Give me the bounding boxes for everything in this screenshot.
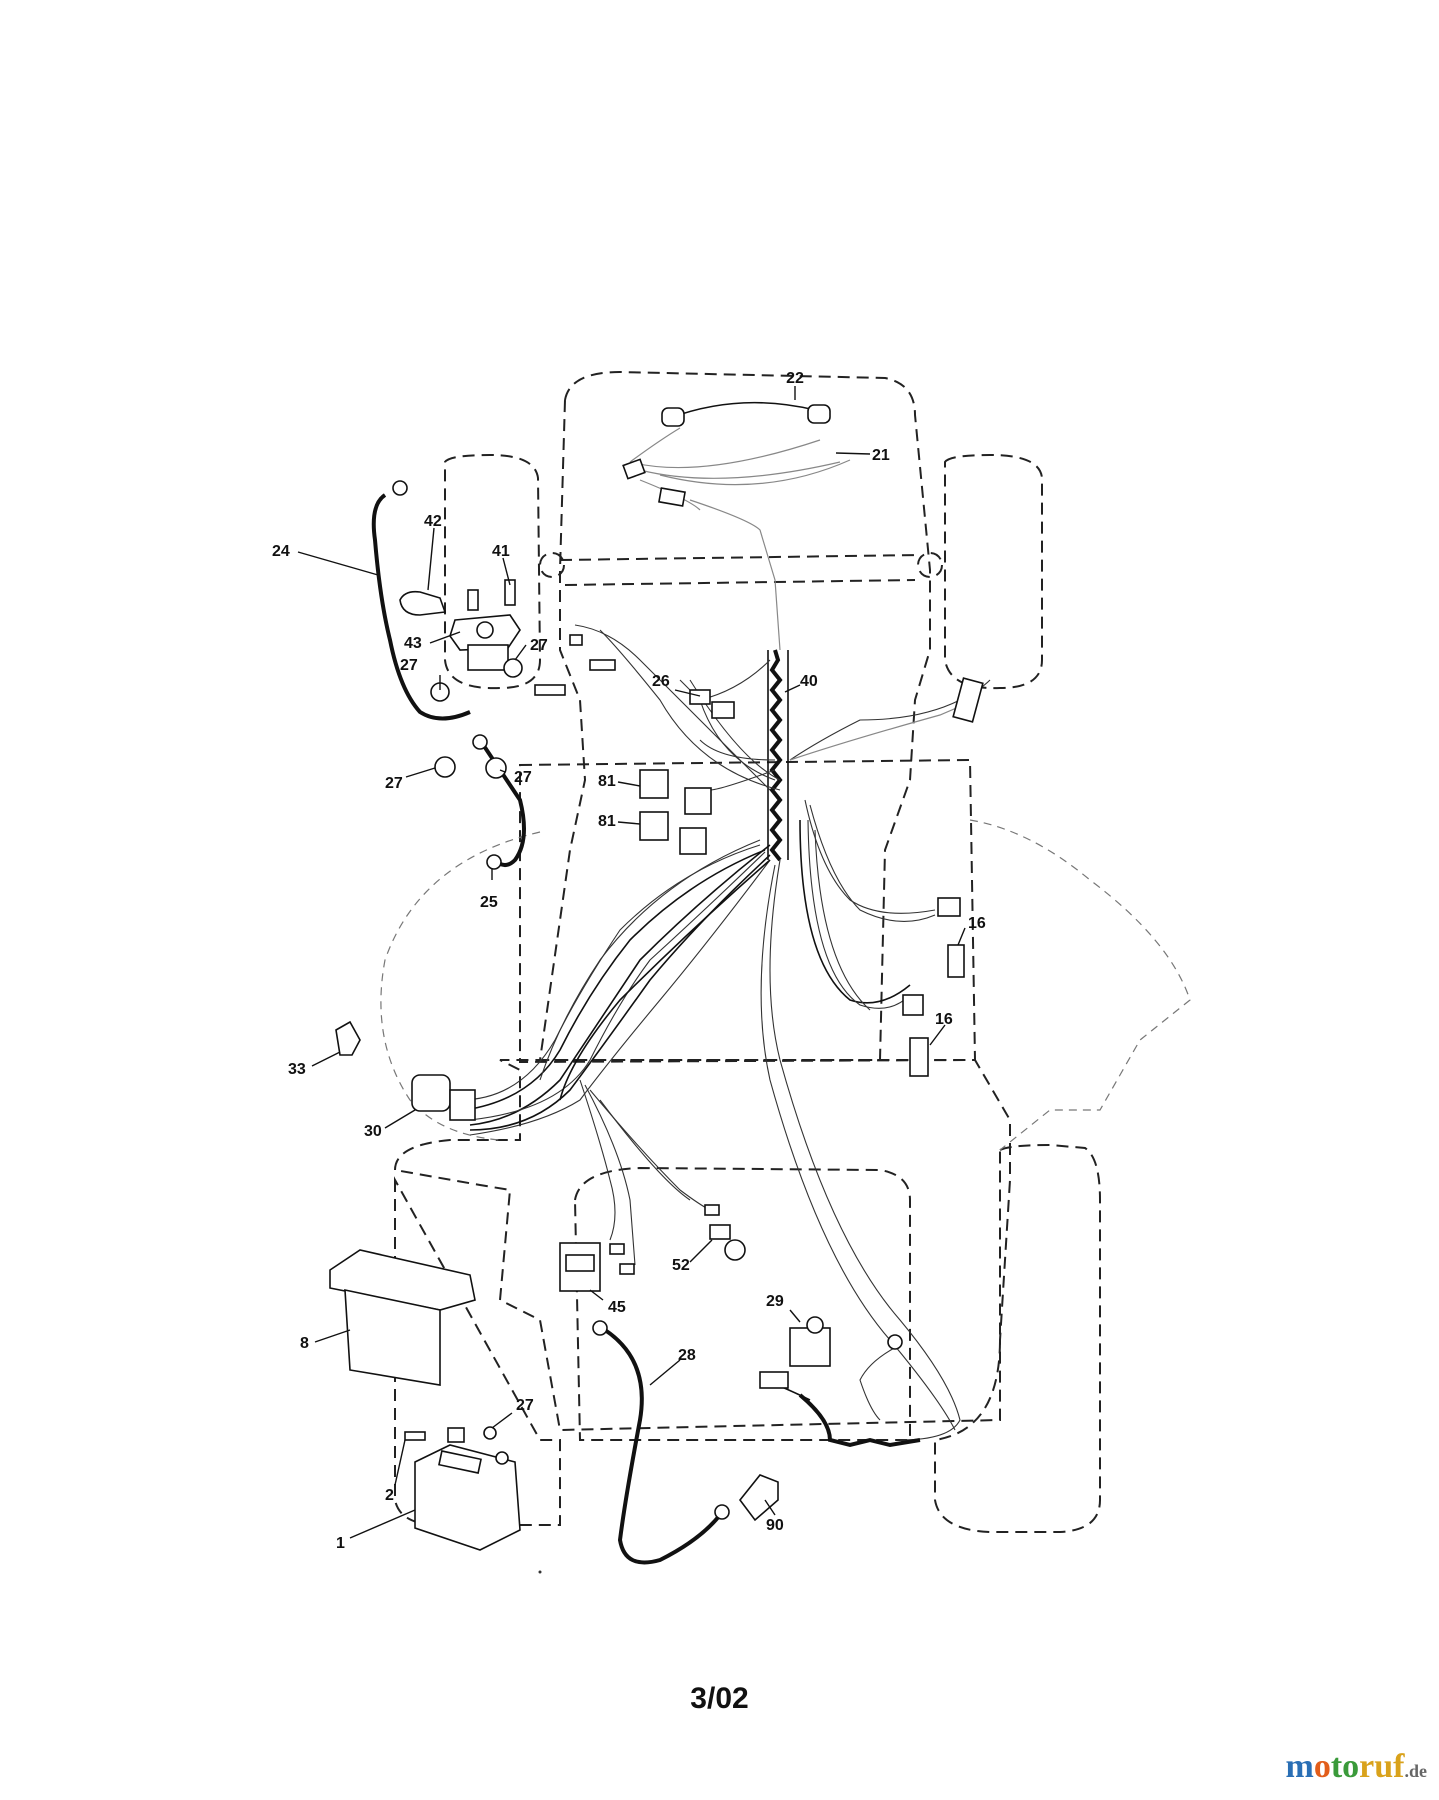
switch-connector	[902, 994, 924, 1016]
leader-lines	[297, 386, 966, 1539]
relay	[639, 769, 669, 799]
hex-nut	[503, 658, 523, 678]
callout-40: 40	[800, 673, 818, 690]
terminal-boot	[738, 1474, 779, 1522]
wire-connector	[609, 1243, 625, 1255]
callout-8: 8	[300, 1335, 309, 1352]
hex-nut	[485, 757, 507, 779]
ring-terminal	[392, 480, 408, 496]
wire-harness	[371, 401, 991, 1565]
relay-socket	[679, 827, 707, 855]
callout-81: 81	[598, 813, 616, 830]
headlight-harness-connector	[622, 458, 646, 480]
indicator-bulb	[709, 1224, 746, 1261]
callout-30: 30	[364, 1123, 382, 1140]
hour-meter	[559, 1242, 601, 1292]
callout-16: 16	[935, 1011, 953, 1028]
wire-connector	[619, 1263, 635, 1275]
switch-connector	[937, 897, 961, 917]
solenoid-screw	[467, 589, 479, 611]
battery-terminal	[447, 1427, 465, 1443]
mower-deck-outline	[380, 819, 1191, 1151]
hex-nut	[483, 1426, 497, 1440]
page-code: 3/02	[690, 1682, 749, 1715]
callout-2: 2	[385, 1487, 394, 1504]
callout-27: 27	[385, 775, 403, 792]
ignition-switch	[411, 1074, 476, 1121]
callout-25: 25	[480, 894, 498, 911]
solenoid-boot	[399, 590, 447, 616]
switch-plug	[909, 1037, 929, 1077]
ignition-key	[335, 1020, 361, 1056]
callout-26: 26	[652, 673, 670, 690]
solenoid-screw	[504, 579, 516, 606]
hex-nut	[434, 756, 456, 778]
connector	[569, 634, 583, 646]
callout-43: 43	[404, 635, 422, 652]
plug-connector	[689, 689, 711, 705]
headlight-plug	[658, 487, 686, 507]
fuse-holder	[534, 684, 566, 696]
fuse-holder	[589, 659, 616, 671]
watermark-logo: motoruf.de	[1285, 1748, 1427, 1785]
parts	[329, 404, 984, 1551]
plug-connector	[711, 701, 735, 719]
callout-29: 29	[766, 1293, 784, 1310]
callout-41: 41	[492, 543, 510, 560]
callout-1: 1	[336, 1535, 345, 1552]
wire-connector	[704, 1204, 720, 1216]
callout-27: 27	[514, 769, 532, 786]
callout-27: 27	[530, 637, 548, 654]
ring-terminal	[592, 1320, 608, 1336]
callout-22: 22	[786, 370, 804, 387]
callout-27: 27	[516, 1397, 534, 1414]
callout-28: 28	[678, 1347, 696, 1364]
callout-52: 52	[672, 1257, 690, 1274]
stray-mark	[538, 1570, 542, 1574]
harness-coil	[767, 649, 789, 862]
callout-45: 45	[608, 1299, 626, 1316]
callout-81: 81	[598, 773, 616, 790]
callout-16: 16	[968, 915, 986, 932]
callout-90: 90	[766, 1517, 784, 1534]
ring-terminal	[486, 854, 502, 870]
seat-switch-connector	[759, 1371, 789, 1389]
callout-21: 21	[872, 447, 890, 464]
switch-plug	[947, 944, 965, 978]
headlight-bulb-right	[807, 404, 831, 424]
callout-labels: 22 21 24 42 41 43 27 27 27 27 40 26 81 8…	[272, 370, 986, 1552]
battery-box	[329, 1249, 476, 1386]
battery-bolt	[404, 1431, 426, 1441]
ring-terminal	[887, 1334, 903, 1350]
callout-42: 42	[424, 513, 442, 530]
callout-33: 33	[288, 1061, 306, 1078]
callout-27: 27	[400, 657, 418, 674]
relay	[639, 811, 669, 841]
pto-connector	[952, 677, 984, 723]
battery	[414, 1444, 521, 1551]
headlight-bulb-left	[661, 407, 685, 427]
ring-terminal	[472, 734, 488, 750]
callout-24: 24	[272, 543, 290, 560]
seat-switch	[789, 1316, 831, 1367]
relay-socket	[684, 787, 712, 815]
ring-terminal	[714, 1504, 730, 1520]
